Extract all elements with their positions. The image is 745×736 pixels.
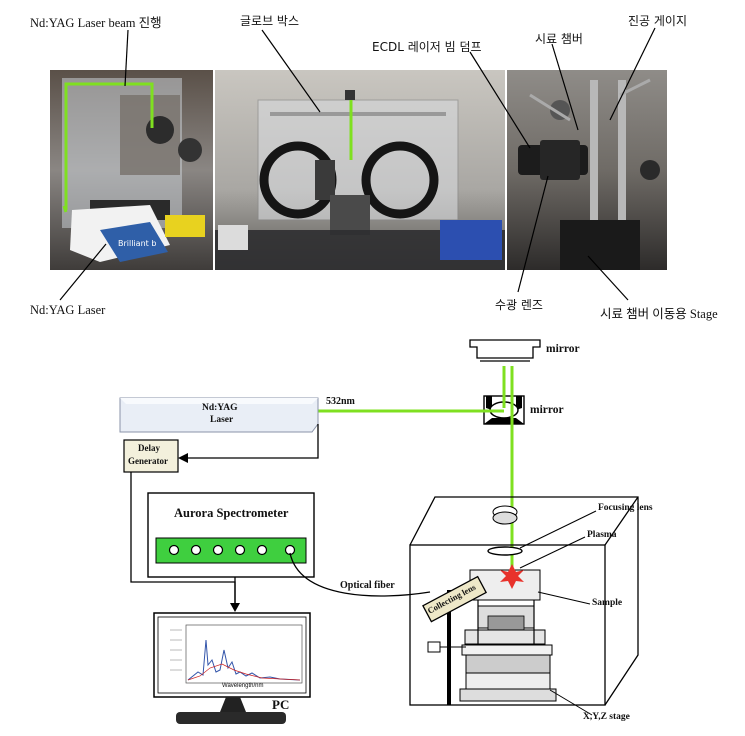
laser-brand-text: Brilliant b bbox=[118, 239, 156, 248]
photo-laser-setup: Brilliant b bbox=[50, 70, 213, 270]
label-collection-lens: 수광 렌즈 bbox=[495, 298, 543, 312]
photo-pointer-lines bbox=[59, 27, 656, 301]
focusing-lens bbox=[487, 546, 523, 556]
label-collecting-lens: Collecting lens bbox=[425, 581, 478, 616]
label-laser-line2: Laser bbox=[210, 415, 234, 425]
label-laser-line1: Nd:YAG bbox=[202, 403, 238, 413]
label-optical-fiber: Optical fiber bbox=[340, 580, 395, 591]
label-laser-beam-path: Nd:YAG Laser beam 진행 bbox=[30, 16, 162, 30]
label-plasma: Plasma bbox=[587, 530, 617, 540]
middle-mirror bbox=[483, 395, 525, 425]
delay-to-pc-cable bbox=[130, 472, 236, 604]
label-glove-box: 글로브 박스 bbox=[240, 14, 300, 28]
trigger-cable bbox=[180, 424, 319, 459]
label-chamber-stage: 시료 챔버 이동용 Stage bbox=[600, 307, 718, 321]
top-mirror bbox=[469, 339, 541, 362]
label-ecdl-beam-dump: ECDL 레이저 빔 덤프 bbox=[372, 40, 482, 54]
photo-sample-chamber bbox=[507, 70, 667, 270]
label-pc: PC bbox=[272, 697, 290, 712]
label-focusing-lens: Focusing lens bbox=[598, 503, 653, 513]
label-wavelength: 532nm bbox=[326, 396, 355, 407]
label-nd-yag-laser: Nd:YAG Laser bbox=[30, 303, 106, 317]
sample-pointer bbox=[537, 591, 591, 605]
label-vacuum-gauge: 진공 게이지 bbox=[628, 14, 688, 28]
label-sample-chamber: 시료 챔버 bbox=[535, 32, 583, 46]
monitor-x-axis-label: Wavelength/nm bbox=[222, 683, 264, 689]
label-spectrometer: Aurora Spectrometer bbox=[174, 506, 289, 520]
focusing-lens-holder bbox=[492, 505, 518, 525]
xyz-stage bbox=[427, 641, 593, 716]
label-mirror-top: mirror bbox=[546, 343, 580, 355]
label-stage: X,Y,Z stage bbox=[583, 712, 630, 722]
photo-glove-box bbox=[215, 70, 505, 270]
label-delay-line2: Generator bbox=[128, 456, 168, 466]
label-delay-line1: Delay bbox=[138, 443, 160, 453]
label-mirror-mid: mirror bbox=[530, 404, 564, 416]
equipment-photos: Brilliant b bbox=[50, 27, 667, 301]
plasma bbox=[500, 536, 586, 589]
label-sample: Sample bbox=[592, 598, 623, 608]
